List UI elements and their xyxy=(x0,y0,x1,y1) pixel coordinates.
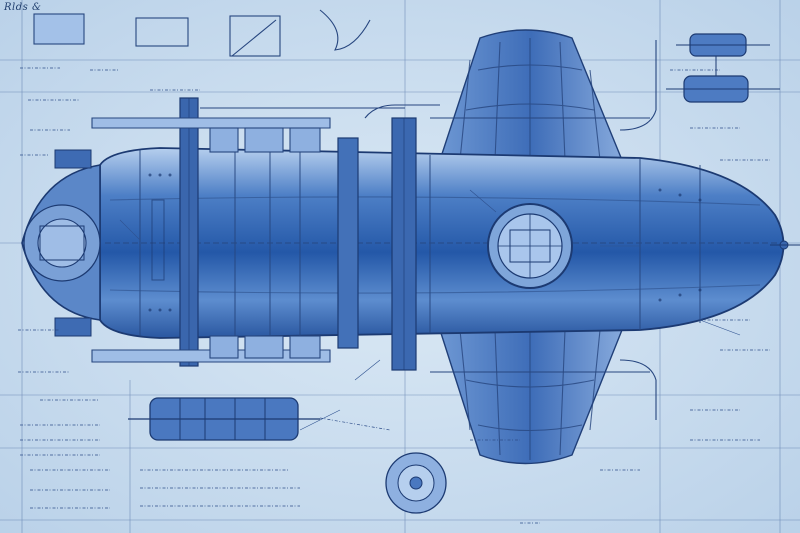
thumbnail-sketches xyxy=(33,9,371,57)
hull-details xyxy=(148,173,702,312)
dorsal-fin-ribs xyxy=(459,38,601,161)
corner-annotation: Rlds & xyxy=(4,2,42,13)
ventral-fin xyxy=(439,329,624,465)
stern-machinery xyxy=(21,149,101,337)
dorsal-fin xyxy=(439,29,624,161)
annotation-scribbles xyxy=(18,67,770,524)
top-pipework xyxy=(91,40,657,153)
hull-collars xyxy=(179,97,417,371)
gear-sketch xyxy=(385,452,447,514)
component-sketch-bottom-left xyxy=(128,397,320,441)
component-sketch-top-right xyxy=(666,33,780,103)
porthole xyxy=(487,203,573,289)
ventral-fin-ribs xyxy=(459,329,601,460)
nose-tip xyxy=(770,240,800,250)
leader-lines xyxy=(119,189,741,431)
bottom-pipework xyxy=(91,335,657,420)
